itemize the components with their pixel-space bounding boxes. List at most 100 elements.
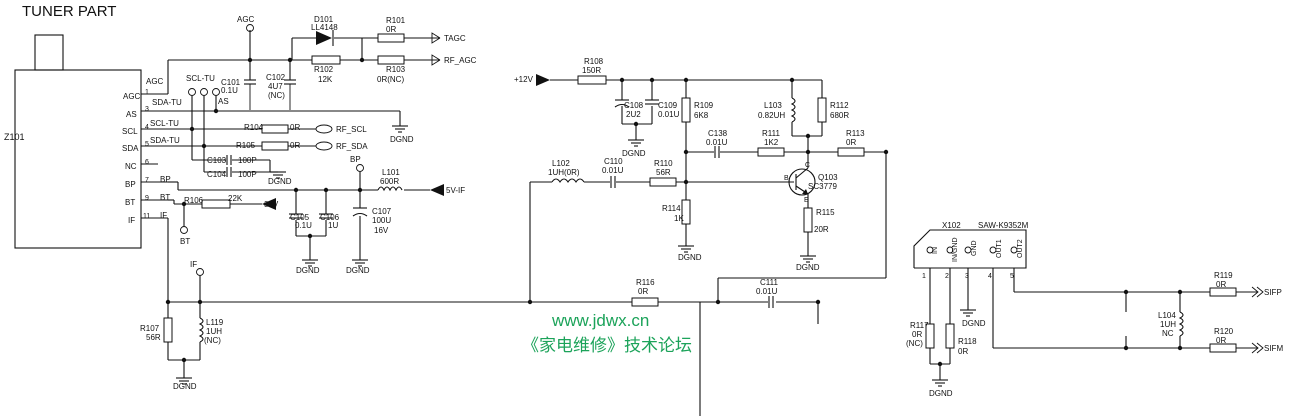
- resistor-r103: [377, 55, 405, 65]
- sifp-arrow: [1251, 286, 1259, 298]
- dgnd-c103: DGND: [268, 177, 292, 186]
- net-bt-wire: BT: [160, 193, 170, 202]
- r107-ref: R107: [140, 324, 160, 333]
- c102-note: (NC): [268, 91, 285, 100]
- tuner-pin-as: AS: [126, 110, 137, 119]
- r102-val: 12K: [318, 75, 333, 84]
- saw-wiring: [929, 268, 1236, 380]
- pin-num-3: 3: [145, 106, 149, 113]
- c109-val: 0.01U: [658, 110, 680, 119]
- transistor-q103: B C E Q103 SC3779: [784, 162, 838, 204]
- x102-pin-num-5: 5: [1010, 273, 1014, 280]
- l103-val: 0.82UH: [758, 111, 785, 120]
- c107-ref: C107: [372, 207, 392, 216]
- scl-sda-wiring: [168, 96, 316, 173]
- sifm-arrow: [1251, 342, 1259, 354]
- pin-num-6: 6: [145, 159, 149, 166]
- r117-val: 0R: [912, 330, 922, 339]
- r113-ref: R113: [846, 129, 865, 138]
- resistor-r117: [925, 323, 935, 349]
- c107-val: 100U: [372, 216, 391, 225]
- resistor-r118: [945, 323, 955, 349]
- capacitor-c138: [714, 146, 720, 158]
- bt-wiring: [168, 199, 262, 226]
- pin-num-5: 5: [145, 141, 149, 148]
- x102-pin-num-1: 1: [922, 273, 926, 280]
- pin-num-7: 7: [145, 177, 149, 184]
- r109-val: 6K8: [694, 111, 709, 120]
- ground-c105: [302, 259, 318, 267]
- resistor-r104: [261, 124, 289, 134]
- tuner-pin-bt: BT: [125, 198, 135, 207]
- resistor-r112: [817, 97, 827, 123]
- d101-ref: D101: [314, 15, 334, 24]
- q103-collector: C: [805, 162, 810, 169]
- r114-ref: R114: [662, 204, 681, 213]
- capacitor-c101: [244, 79, 256, 85]
- ground-r107: [176, 377, 192, 385]
- r101-val: 0R: [386, 25, 396, 34]
- c110-val: 0.01U: [602, 166, 624, 175]
- tuner-pin-sda: SDA: [122, 144, 139, 153]
- c111-ref: C111: [760, 278, 778, 287]
- ground-c107: [352, 259, 368, 267]
- x102-pin-num-4: 4: [988, 273, 992, 280]
- ground-c108: [628, 139, 644, 147]
- if-test-point: [196, 268, 204, 276]
- net-sda-tu: SDA-TU: [152, 98, 182, 107]
- r120-val: 0R: [1216, 336, 1226, 345]
- signal-33v: 33V: [264, 200, 279, 209]
- r103-val: 0R(NC): [377, 75, 404, 84]
- net-bp-wire: BP: [160, 175, 171, 184]
- q103-val: SC3779: [808, 182, 837, 191]
- x102-pin-out2: OUT2: [1017, 239, 1024, 258]
- l102-ref: L102: [552, 159, 570, 168]
- r106-ref: R106: [184, 196, 204, 205]
- c103-val: 100P: [238, 156, 257, 165]
- resistor-r110: [649, 177, 677, 187]
- junction-dots: [165, 57, 1183, 367]
- capacitor-c108: [614, 99, 630, 108]
- net-bt-bottom: BT: [180, 237, 190, 246]
- ground-r117: [932, 379, 948, 387]
- l101-val: 600R: [380, 177, 399, 186]
- inductor-l103: [790, 97, 796, 123]
- ground-saw: [960, 309, 976, 317]
- r111-val: 1K2: [764, 138, 779, 147]
- tuner-pin-bp: BP: [125, 180, 136, 189]
- sifp-arrow-2: [1256, 286, 1264, 298]
- r104-ref: R104: [244, 123, 264, 132]
- net-scl-tu: SCL-TU: [150, 119, 179, 128]
- r107-val: 56R: [146, 333, 161, 342]
- c102-val: 4U7: [268, 82, 283, 91]
- pin-num-1: 1: [145, 89, 149, 96]
- tuner-z101: Z101 AGC AS SCL SDA NC BP BT IF 1 3 4 5 …: [4, 34, 182, 249]
- ground-c103: [270, 171, 286, 179]
- inductor-l119: [198, 317, 204, 343]
- r112-val: 680R: [830, 111, 849, 120]
- resistor-r101: [377, 33, 405, 43]
- x102-pin-num-2: 2: [945, 273, 949, 280]
- x102-pin-out1: OUT1: [996, 239, 1003, 258]
- c106-ref: C106: [320, 213, 340, 222]
- c138-ref: C138: [708, 129, 728, 138]
- r116-val: 0R: [638, 287, 648, 296]
- signal-rf-sda: RF_SDA: [336, 142, 368, 151]
- inductor-l104: [1178, 311, 1184, 337]
- pin-num-4: 4: [145, 124, 149, 131]
- l119-ref: L119: [206, 318, 224, 327]
- resistor-r114: [681, 199, 691, 225]
- net-as: AS: [218, 97, 229, 106]
- resistor-r119: [1209, 287, 1237, 297]
- dgnd-saw: DGND: [962, 319, 986, 328]
- resistor-r102: [311, 55, 341, 65]
- r113-val: 0R: [846, 138, 856, 147]
- saw-filter-x102: X102 SAW-K9352M IN IN/GND GND OUT1 OUT2 …: [913, 221, 1029, 280]
- rf-sda-ferrite: [315, 141, 333, 151]
- signal-sifp: SIFP: [1264, 288, 1282, 297]
- r120-ref: R120: [1214, 327, 1234, 336]
- r114-val: 1K: [674, 214, 684, 223]
- r118-val: 0R: [958, 347, 968, 356]
- bp-test-point: [356, 164, 364, 172]
